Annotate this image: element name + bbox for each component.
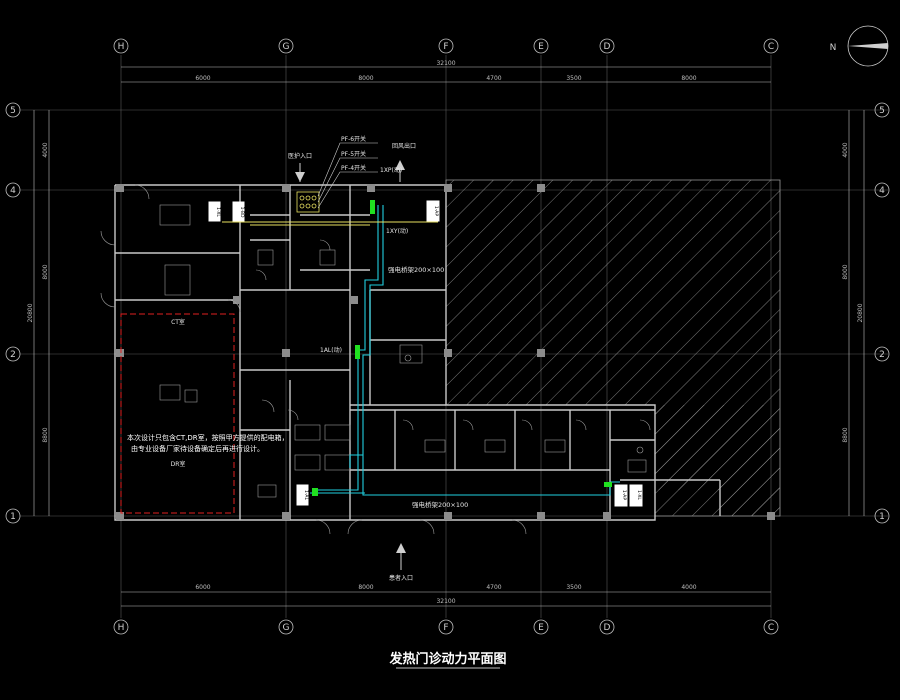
ct-dr-zone [120, 313, 235, 514]
right-dimensions: 4000 8000 8800 20800 [842, 142, 864, 442]
grid-top-h: H [118, 42, 125, 52]
green-conduits [312, 200, 612, 496]
dim-bottom-1: 6000 [195, 584, 210, 591]
dim-top-5: 8000 [681, 75, 696, 82]
label-tray-top: 强电桥架200×100 [388, 265, 444, 274]
drawing-title: 发热门诊动力平面图 [388, 651, 506, 667]
dim-right-2: 8000 [842, 264, 849, 279]
dim-right-1: 4000 [842, 142, 849, 157]
grid-bottom-g: G [283, 623, 290, 633]
dim-bottom-2: 8000 [358, 584, 373, 591]
label-cable-1al: 1AL(动) [320, 347, 342, 354]
dim-bottom-5: 4000 [681, 584, 696, 591]
dim-right-total: 20800 [857, 303, 864, 322]
panel-1bd: 1-BD [232, 201, 245, 222]
grid-bottom-h: H [118, 623, 125, 633]
grid-left-2: 2 [10, 350, 16, 360]
panel-1bd-label: 1-BD [239, 207, 245, 218]
grid-bottom-c: C [768, 623, 774, 633]
dim-left-2: 8000 [42, 264, 49, 279]
grid-right-5: 5 [879, 106, 885, 116]
compass-n-label: N [830, 43, 837, 53]
label-tray-bottom: 强电桥架200×100 [412, 500, 468, 509]
switch-leader-lines [317, 142, 378, 209]
grid-right-4: 4 [879, 186, 885, 196]
grid-top-e: E [538, 42, 544, 52]
panel-1xl-bottom-label: 1-XL [636, 490, 642, 500]
grid-right-2: 2 [879, 350, 885, 360]
grid-bubbles-right [874, 102, 890, 524]
dim-left-total: 20800 [27, 303, 34, 322]
arrow-icon-medical-entry [295, 163, 305, 182]
dim-bottom-4: 3500 [566, 584, 581, 591]
panel-1ap-bottom-label: 1-AP [621, 490, 627, 500]
dim-left-3: 8800 [42, 427, 49, 442]
grid-bubbles-bottom [113, 619, 779, 635]
dimension-lines [33, 66, 865, 607]
dim-right-3: 8800 [842, 427, 849, 442]
switchgear-block [296, 191, 320, 213]
furniture [159, 204, 647, 498]
dim-top-4: 3500 [566, 75, 581, 82]
panel-1xl-bottom: 1-XL [629, 484, 643, 507]
grid-bubbles-top [113, 38, 779, 54]
grid-labels-right: 5 4 2 1 [879, 106, 885, 522]
panel-1al: 1-AL [296, 484, 309, 506]
grid-bubbles-left [5, 102, 21, 524]
panel-1ap-top: 1-AP [426, 200, 440, 222]
arrow-icon-patient-entry [396, 543, 406, 570]
grid-labels-bottom: H G F E D C [118, 623, 775, 633]
label-cable-1xy: 1XY(动) [386, 228, 408, 235]
design-note-line2: 由专业设备厂家待设备确定后再进行设计。 [131, 444, 264, 453]
room-ct: CT室 [171, 318, 185, 326]
dim-top-2: 8000 [358, 75, 373, 82]
dim-top-total: 32100 [436, 60, 455, 67]
panel-1xl: 1-XL [208, 201, 221, 222]
arrow-icon-return-exit [395, 160, 405, 182]
grid-left-4: 4 [10, 186, 16, 196]
grid-bottom-f: F [443, 623, 448, 633]
dim-top-1: 6000 [195, 75, 210, 82]
door-swings [100, 184, 651, 535]
panel-1al-label: 1-AL [303, 490, 309, 500]
panel-1xl-label: 1-XL [215, 207, 221, 217]
grid-bottom-e: E [538, 623, 544, 633]
panel-1ap-top-label: 1-AP [433, 206, 439, 216]
dim-top-3: 4700 [486, 75, 501, 82]
label-medical-entry: 医护入口 [288, 152, 312, 160]
grid-top-c: C [768, 42, 774, 52]
columns [116, 184, 775, 520]
grid-labels-top: H G F E D C [118, 42, 775, 52]
design-note-line1: 本次设计只包含CT,DR室，按照甲方提供的配电箱， [127, 433, 289, 442]
grid-left-1: 1 [10, 512, 16, 522]
dim-left-1: 4000 [42, 142, 49, 157]
dim-bottom-total: 32100 [436, 598, 455, 605]
dim-bottom-3: 4700 [486, 584, 501, 591]
grid-left-5: 5 [10, 106, 16, 116]
grid-top-f: F [443, 42, 448, 52]
label-switch-pf4: PF-4开关 [341, 164, 366, 172]
grid-top-g: G [283, 42, 290, 52]
top-dimensions: 32100 6000 8000 4700 3500 8000 [195, 60, 696, 82]
hatched-area-lower [655, 405, 780, 516]
left-dimensions: 20800 4000 8000 8800 [27, 142, 49, 442]
label-patient-entry: 患者入口 [389, 574, 413, 582]
bottom-dimensions: 6000 8000 4700 3500 4000 32100 [195, 584, 696, 605]
room-dr: DR室 [171, 460, 186, 468]
grid-labels-left: 5 4 2 1 [10, 106, 16, 522]
grid-right-1: 1 [879, 512, 885, 522]
label-switch-pf5: PF-5开关 [341, 150, 366, 158]
grid-bottom-d: D [604, 623, 611, 633]
label-switch-pf6: PF-6开关 [341, 135, 366, 143]
grid-top-d: D [604, 42, 611, 52]
cable-routes-yellow [222, 221, 438, 226]
label-return-exit: 回风出口 [392, 142, 416, 150]
compass-icon: N [830, 25, 889, 67]
panel-1ap-bottom: 1-AP [614, 484, 628, 507]
label-cable-1xp: 1XP(动) [380, 167, 402, 174]
